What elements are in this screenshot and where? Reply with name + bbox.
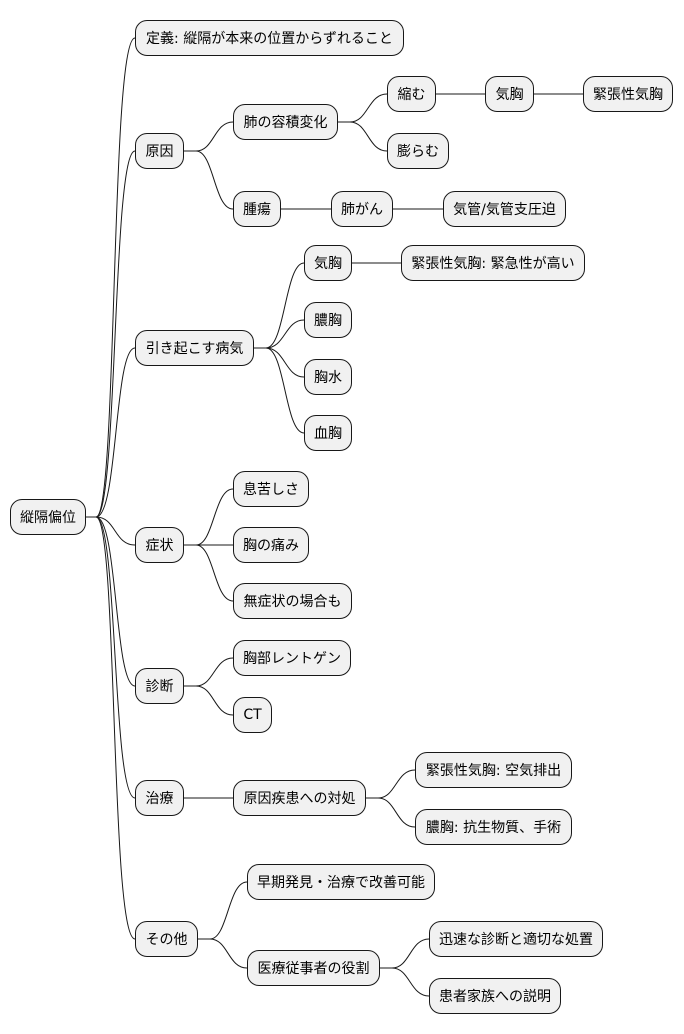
node-lung-cancer[interactable]: 肺がん — [331, 191, 393, 227]
node-family-explanation[interactable]: 患者家族への説明 — [429, 978, 561, 1014]
node-asymptomatic[interactable]: 無症状の場合も — [233, 583, 352, 619]
node-lung-volume-change[interactable]: 肺の容積変化 — [233, 104, 338, 140]
node-rapid-diagnosis[interactable]: 迅速な診断と適切な処置 — [429, 921, 603, 957]
node-air-evacuation[interactable]: 緊張性気胸: 空気排出 — [415, 752, 572, 788]
node-chest-xray[interactable]: 胸部レントゲン — [233, 640, 351, 676]
node-cause-tension-pneumothorax[interactable]: 緊張性気胸 — [583, 76, 673, 112]
node-dyspnea[interactable]: 息苦しさ — [233, 471, 309, 507]
node-staff-role[interactable]: 医療従事者の役割 — [247, 950, 380, 986]
node-treat-underlying[interactable]: 原因疾患への対処 — [233, 780, 366, 816]
node-expand[interactable]: 膨らむ — [387, 133, 449, 169]
node-early-detection[interactable]: 早期発見・治療で改善可能 — [247, 864, 435, 900]
node-shrink[interactable]: 縮む — [387, 76, 436, 112]
node-cause-pneumothorax[interactable]: 気胸 — [485, 76, 534, 112]
node-diagnosis[interactable]: 診断 — [135, 668, 184, 704]
node-other[interactable]: その他 — [135, 921, 198, 957]
node-treatment[interactable]: 治療 — [135, 780, 184, 816]
node-empyema[interactable]: 膿胸 — [304, 302, 352, 338]
node-symptoms[interactable]: 症状 — [135, 527, 184, 563]
root-node[interactable]: 縦隔偏位 — [10, 499, 86, 535]
node-pneumothorax[interactable]: 気胸 — [304, 245, 352, 281]
node-tension-pneumothorax-urgent[interactable]: 緊張性気胸: 緊急性が高い — [401, 245, 585, 281]
node-chest-pain[interactable]: 胸の痛み — [233, 527, 309, 563]
node-hemothorax[interactable]: 血胸 — [304, 415, 352, 451]
node-ct[interactable]: CT — [233, 697, 272, 733]
node-definition[interactable]: 定義: 縦隔が本来の位置からずれること — [135, 20, 404, 56]
node-causes[interactable]: 原因 — [135, 133, 184, 169]
node-tumor[interactable]: 腫瘍 — [233, 191, 281, 227]
node-diseases[interactable]: 引き起こす病気 — [135, 330, 254, 366]
node-pleural-effusion[interactable]: 胸水 — [304, 359, 352, 395]
node-empyema-treatment[interactable]: 膿胸: 抗生物質、手術 — [415, 809, 572, 845]
node-airway-compression[interactable]: 気管/気管支圧迫 — [443, 191, 566, 227]
